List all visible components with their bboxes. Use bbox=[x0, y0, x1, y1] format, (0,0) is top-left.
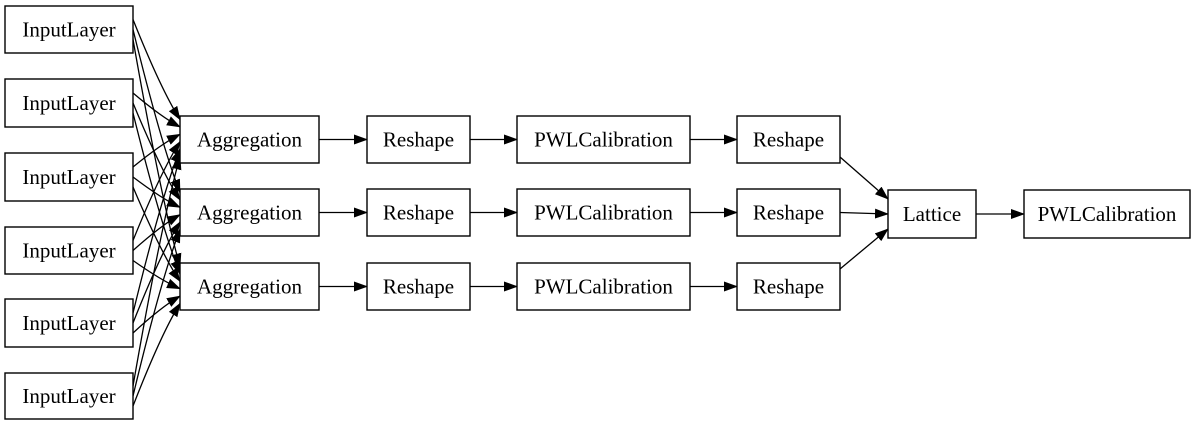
node-agg1: Aggregation bbox=[179, 188, 320, 237]
node-label: PWLCalibration bbox=[1038, 202, 1177, 226]
edge-input1-agg0 bbox=[132, 92, 181, 128]
node-label: Reshape bbox=[383, 201, 454, 225]
edge-input4-agg2 bbox=[132, 295, 181, 334]
nodes-layer: InputLayerInputLayerInputLayerInputLayer… bbox=[4, 5, 1191, 420]
node-box bbox=[4, 5, 134, 54]
node-label: Aggregation bbox=[197, 275, 302, 299]
edge-input2-agg0 bbox=[132, 133, 181, 168]
node-box bbox=[516, 115, 691, 164]
edge-input5-agg0 bbox=[132, 155, 182, 387]
node-reshapeB2: Reshape bbox=[736, 262, 841, 311]
node-label: InputLayer bbox=[22, 18, 115, 42]
node-input4: InputLayer bbox=[4, 298, 134, 348]
node-input3: InputLayer bbox=[4, 226, 134, 275]
node-label: InputLayer bbox=[22, 165, 115, 189]
node-box bbox=[736, 262, 841, 311]
node-box bbox=[4, 226, 134, 275]
edge-input5-agg1 bbox=[132, 228, 181, 397]
node-label: Lattice bbox=[903, 202, 961, 226]
node-label: Reshape bbox=[383, 128, 454, 152]
node-pwl1: PWLCalibration bbox=[516, 188, 691, 237]
node-agg0: Aggregation bbox=[179, 115, 320, 164]
node-input5: InputLayer bbox=[4, 372, 134, 420]
node-box bbox=[366, 115, 471, 164]
node-box bbox=[516, 262, 691, 311]
node-label: Reshape bbox=[383, 275, 454, 299]
node-label: InputLayer bbox=[22, 91, 115, 115]
node-box bbox=[4, 372, 134, 420]
node-input2: InputLayer bbox=[4, 152, 134, 202]
node-box bbox=[366, 188, 471, 237]
edge-reshapeB0-lattice bbox=[839, 156, 889, 200]
node-box bbox=[179, 115, 320, 164]
edge-reshapeB1-lattice bbox=[839, 208, 889, 219]
node-box bbox=[366, 262, 471, 311]
node-agg2: Aggregation bbox=[179, 262, 320, 311]
node-label: InputLayer bbox=[22, 384, 115, 408]
node-input0: InputLayer bbox=[4, 5, 134, 54]
node-box bbox=[887, 189, 977, 239]
edge-input1-agg1 bbox=[132, 102, 181, 201]
node-box bbox=[4, 298, 134, 348]
node-label: Reshape bbox=[753, 275, 824, 299]
node-label: InputLayer bbox=[22, 239, 115, 263]
node-pwlOut: PWLCalibration bbox=[1023, 189, 1191, 239]
node-reshapeA0: Reshape bbox=[366, 115, 471, 164]
node-box bbox=[4, 152, 134, 202]
edge-reshapeB2-lattice bbox=[839, 228, 889, 270]
node-input1: InputLayer bbox=[4, 78, 134, 128]
node-label: Reshape bbox=[753, 128, 824, 152]
node-label: PWLCalibration bbox=[534, 201, 673, 225]
node-label: InputLayer bbox=[22, 311, 115, 335]
node-label: Aggregation bbox=[197, 201, 302, 225]
node-box bbox=[736, 115, 841, 164]
edge-input3-agg1 bbox=[132, 214, 181, 251]
edge-input0-agg0 bbox=[132, 19, 181, 121]
node-box bbox=[516, 188, 691, 237]
edge-input3-agg2 bbox=[132, 259, 181, 290]
edge-input2-agg2 bbox=[132, 186, 181, 283]
node-label: Reshape bbox=[753, 201, 824, 225]
node-label: Aggregation bbox=[197, 128, 302, 152]
node-reshapeB1: Reshape bbox=[736, 188, 841, 237]
node-lattice: Lattice bbox=[887, 189, 977, 239]
edge-input5-agg2 bbox=[132, 302, 181, 407]
node-box bbox=[179, 262, 320, 311]
node-pwl0: PWLCalibration bbox=[516, 115, 691, 164]
node-box bbox=[1023, 189, 1191, 239]
edges-layer bbox=[132, 19, 1025, 407]
node-reshapeA2: Reshape bbox=[366, 262, 471, 311]
node-reshapeA1: Reshape bbox=[366, 188, 471, 237]
node-label: PWLCalibration bbox=[534, 275, 673, 299]
edge-input2-agg1 bbox=[132, 176, 181, 208]
node-box bbox=[4, 78, 134, 128]
node-box bbox=[736, 188, 841, 237]
node-label: PWLCalibration bbox=[534, 128, 673, 152]
node-box bbox=[179, 188, 320, 237]
edge-input0-agg2 bbox=[132, 39, 182, 268]
edge-input1-agg2 bbox=[132, 112, 181, 275]
node-reshapeB0: Reshape bbox=[736, 115, 841, 164]
node-pwl2: PWLCalibration bbox=[516, 262, 691, 311]
